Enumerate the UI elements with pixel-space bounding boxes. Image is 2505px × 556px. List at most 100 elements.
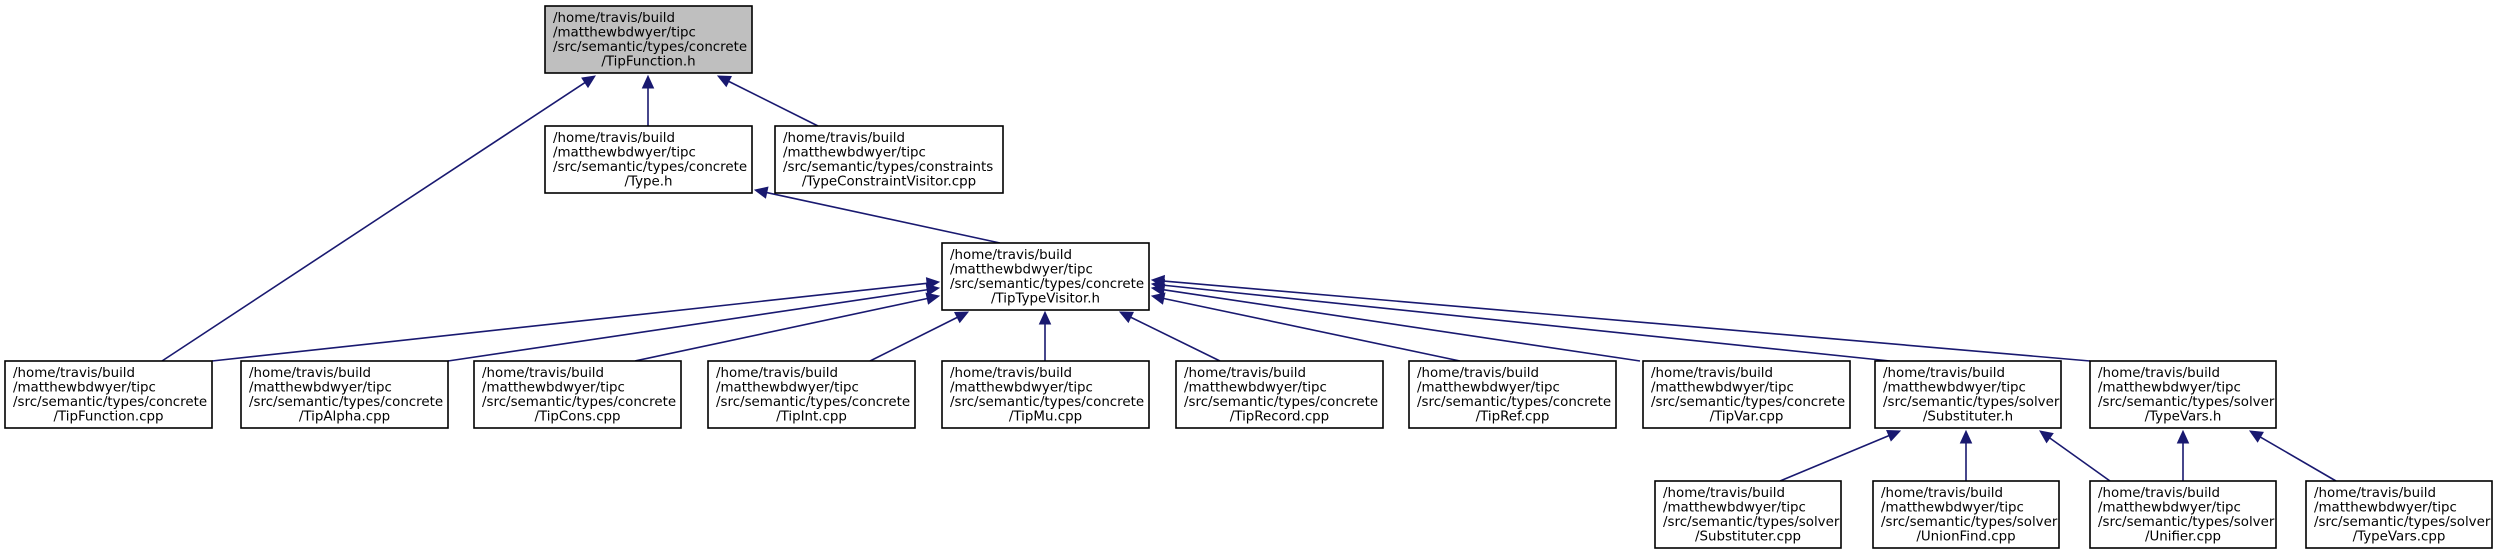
node-label-line: /home/travis/build	[553, 131, 675, 146]
node-label-line: /matthewbdwyer/tipc	[482, 381, 625, 396]
edge-substituter_cpp-to-substituter_h	[1779, 430, 1902, 482]
node-label-line: /matthewbdwyer/tipc	[553, 146, 696, 161]
edge-line	[1163, 288, 1641, 362]
node-tipcons-cpp[interactable]: /home/travis/build/matthewbdwyer/tipc/sr…	[473, 360, 682, 429]
node-box	[240, 360, 449, 429]
node-label-line: /home/travis/build	[950, 366, 1072, 381]
edge-unifier_cpp-to-typevars_h	[2176, 429, 2190, 481]
node-tipint-cpp[interactable]: /home/travis/build/matthewbdwyer/tipc/sr…	[707, 360, 916, 429]
edge-line	[2259, 436, 2337, 482]
node-label-line: /TipTypeVisitor.h	[991, 292, 1100, 307]
node-substituter-h[interactable]: /home/travis/build/matthewbdwyer/tipc/sr…	[1874, 360, 2062, 429]
node-label-line: /Unifier.cpp	[2145, 530, 2221, 545]
node-box	[1642, 360, 1851, 429]
node-tipmu-cpp[interactable]: /home/travis/build/matthewbdwyer/tipc/sr…	[941, 360, 1150, 429]
node-tipref-cpp[interactable]: /home/travis/build/matthewbdwyer/tipc/sr…	[1408, 360, 1617, 429]
edge-line	[869, 316, 958, 362]
edge-line	[766, 191, 1001, 244]
node-label-line: /matthewbdwyer/tipc	[2314, 501, 2457, 516]
node-box	[941, 360, 1150, 429]
node-box	[473, 360, 682, 429]
node-tipalpha-cpp[interactable]: /home/travis/build/matthewbdwyer/tipc/sr…	[240, 360, 449, 429]
node-box	[544, 125, 753, 194]
node-label-line: /home/travis/build	[1417, 366, 1539, 381]
node-label-line: /src/semantic/types/concrete	[553, 40, 747, 55]
node-label-line: /matthewbdwyer/tipc	[13, 381, 156, 396]
edge-tipref_cpp-to-tiptypevisitor_h	[1150, 292, 1461, 362]
node-label-line: /src/semantic/types/concrete	[716, 395, 910, 410]
node-box	[774, 125, 1004, 194]
node-label-line: /home/travis/build	[553, 11, 675, 26]
node-label-line: /matthewbdwyer/tipc	[950, 381, 1093, 396]
node-tipfunction-cpp[interactable]: /home/travis/build/matthewbdwyer/tipc/sr…	[4, 360, 213, 429]
node-label-line: /matthewbdwyer/tipc	[1651, 381, 1794, 396]
node-label-line: /home/travis/build	[2314, 486, 2436, 501]
node-typeconstraintvisitor-cpp[interactable]: /home/travis/build/matthewbdwyer/tipc/sr…	[774, 125, 1004, 194]
node-substituter-cpp[interactable]: /home/travis/build/matthewbdwyer/tipc/sr…	[1654, 480, 1842, 549]
arrowhead	[716, 75, 732, 88]
node-label-line: /src/semantic/types/concrete	[950, 277, 1144, 292]
node-label-line: /home/travis/build	[950, 248, 1072, 263]
node-unionfind-cpp[interactable]: /home/travis/build/matthewbdwyer/tipc/sr…	[1872, 480, 2060, 549]
node-label-line: /home/travis/build	[1651, 366, 1773, 381]
node-label-line: /matthewbdwyer/tipc	[716, 381, 859, 396]
node-label-line: /matthewbdwyer/tipc	[1184, 381, 1327, 396]
node-label-line: /UnionFind.cpp	[1916, 530, 2015, 545]
node-label-line: /home/travis/build	[2098, 486, 2220, 501]
node-label-line: /TipMu.cpp	[1009, 410, 1082, 425]
node-box	[941, 242, 1150, 311]
node-label-line: /TipAlpha.cpp	[299, 410, 390, 425]
node-label-line: /src/semantic/types/solver	[1663, 515, 1840, 530]
node-label-line: /src/semantic/types/concrete	[13, 395, 207, 410]
node-typevars-h[interactable]: /home/travis/build/matthewbdwyer/tipc/sr…	[2089, 360, 2277, 429]
node-label-line: /home/travis/build	[482, 366, 604, 381]
node-unifier-cpp[interactable]: /home/travis/build/matthewbdwyer/tipc/sr…	[2089, 480, 2277, 549]
edge-line	[1163, 284, 1891, 362]
node-type-h[interactable]: /home/travis/build/matthewbdwyer/tipc/sr…	[544, 125, 753, 194]
node-label-line: /matthewbdwyer/tipc	[553, 26, 696, 41]
arrowhead	[2039, 430, 2054, 444]
node-label-line: /src/semantic/types/concrete	[1651, 395, 1845, 410]
edge-tipfunction_cpp-to-tipfunction_h	[161, 75, 597, 362]
arrowhead	[581, 75, 597, 89]
node-label-line: /home/travis/build	[249, 366, 371, 381]
node-label-line: /Substituter.h	[1923, 410, 2013, 425]
node-tiprecord-cpp[interactable]: /home/travis/build/matthewbdwyer/tipc/sr…	[1175, 360, 1384, 429]
arrowhead	[954, 311, 970, 324]
node-label-line: /matthewbdwyer/tipc	[1663, 501, 1806, 516]
arrowhead	[1150, 274, 1165, 288]
node-label-line: /TipFunction.cpp	[53, 410, 163, 425]
node-label-line: /home/travis/build	[783, 131, 905, 146]
node-tipvar-cpp[interactable]: /home/travis/build/matthewbdwyer/tipc/sr…	[1642, 360, 1851, 429]
edge-tiprecord_cpp-to-tiptypevisitor_h	[1118, 311, 1221, 362]
edge-line	[211, 282, 928, 362]
node-box	[1872, 480, 2060, 549]
arrowhead	[925, 292, 941, 305]
edge-line	[728, 80, 819, 127]
arrowhead	[1150, 292, 1166, 305]
node-box	[1874, 360, 2062, 429]
node-typevars-cpp[interactable]: /home/travis/build/matthewbdwyer/tipc/sr…	[2305, 480, 2493, 549]
node-label-line: /src/semantic/types/concrete	[249, 395, 443, 410]
node-label-line: /src/semantic/types/solver	[2098, 395, 2275, 410]
nodes-layer: /home/travis/build/matthewbdwyer/tipc/sr…	[4, 5, 2493, 549]
node-box	[4, 360, 213, 429]
node-tiptypevisitor-h[interactable]: /home/travis/build/matthewbdwyer/tipc/sr…	[941, 242, 1150, 311]
node-label-line: /home/travis/build	[13, 366, 135, 381]
node-tipfunction-h[interactable]: /home/travis/build/matthewbdwyer/tipc/sr…	[544, 5, 753, 74]
node-label-line: /TipInt.cpp	[776, 410, 847, 425]
node-label-line: /src/semantic/types/solver	[2314, 515, 2491, 530]
edges-layer	[161, 74, 2337, 482]
node-label-line: /home/travis/build	[1663, 486, 1785, 501]
node-label-line: /TypeVars.cpp	[2353, 530, 2446, 545]
arrowhead	[1886, 430, 1902, 442]
arrowhead	[1959, 429, 1973, 444]
node-label-line: /TipRecord.cpp	[1230, 410, 1329, 425]
edge-line	[1163, 297, 1461, 362]
node-label-line: /src/semantic/types/concrete	[1184, 395, 1378, 410]
edge-line	[161, 81, 586, 362]
edge-unionfind_cpp-to-substituter_h	[1959, 429, 1973, 481]
node-label-line: /src/semantic/types/concrete	[553, 160, 747, 175]
node-label-line: /TypeConstraintVisitor.cpp	[802, 175, 976, 190]
